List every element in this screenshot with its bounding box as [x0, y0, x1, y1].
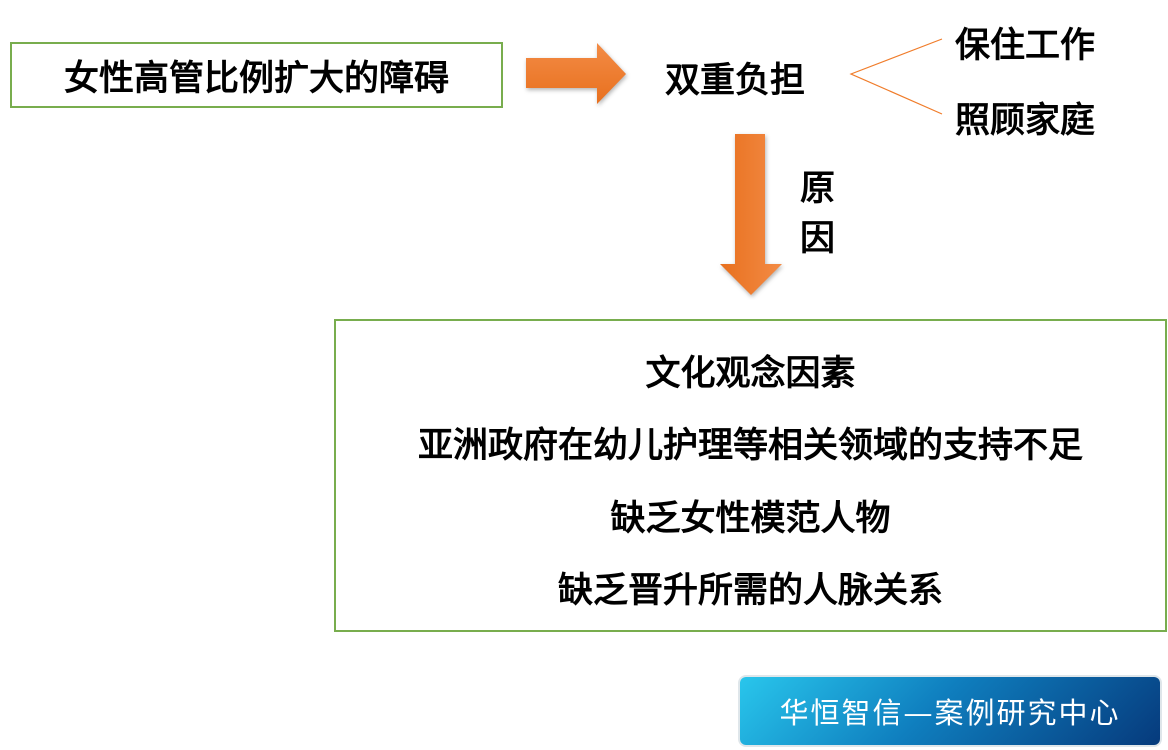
main-topic-box: 女性高管比例扩大的障碍	[10, 42, 503, 108]
reason-char-2: 因	[800, 219, 836, 259]
branch-lines	[849, 38, 943, 115]
logo-banner: 华恒智信—案例研究中心	[740, 677, 1160, 745]
cause-item: 亚洲政府在幼儿护理等相关领域的支持不足	[417, 426, 1083, 466]
double-burden-label: 双重负担	[665, 61, 806, 101]
cause-item: 文化观念因素	[645, 354, 856, 394]
branch-keep-job: 保住工作	[955, 26, 1096, 66]
causes-box: 文化观念因素 亚洲政府在幼儿护理等相关领域的支持不足 缺乏女性模范人物 缺乏晋升…	[334, 319, 1167, 632]
main-topic-text: 女性高管比例扩大的障碍	[63, 58, 449, 99]
cause-item: 缺乏女性模范人物	[610, 499, 891, 539]
down-arrow-icon	[720, 134, 782, 295]
cause-item: 缺乏晋升所需的人脉关系	[557, 571, 943, 611]
right-arrow-icon	[526, 43, 626, 104]
branch-care-family: 照顾家庭	[955, 101, 1096, 141]
reason-char-1: 原	[800, 169, 836, 209]
logo-text: 华恒智信—案例研究中心	[779, 696, 1121, 730]
